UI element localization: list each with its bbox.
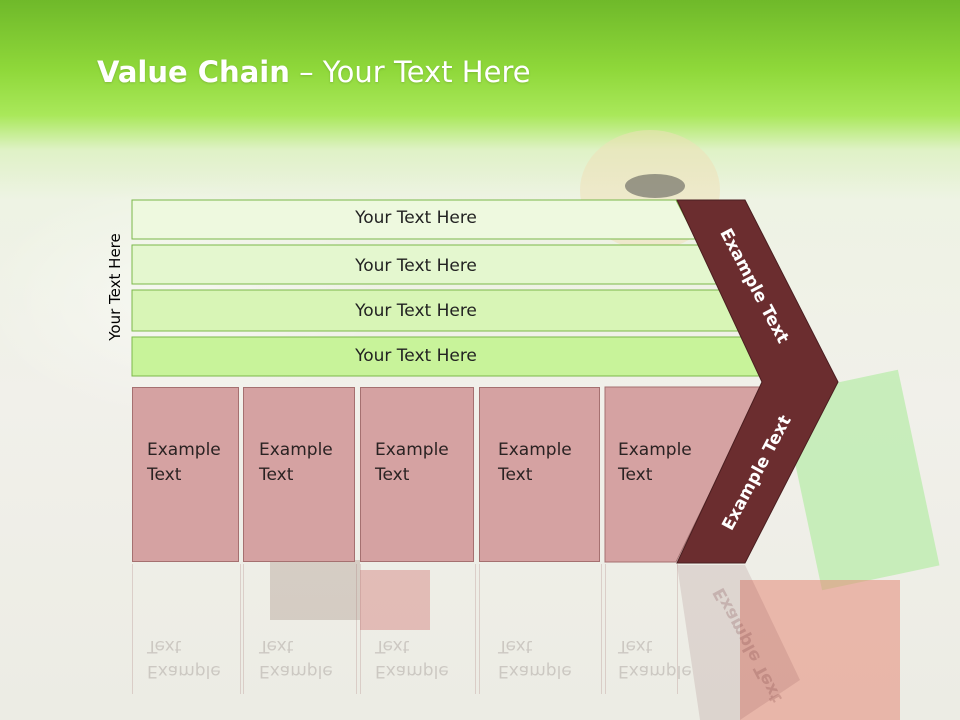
box-1-reflection xyxy=(132,564,241,694)
bar-1-label: Your Text Here xyxy=(355,208,477,228)
box-5-shape xyxy=(604,386,763,563)
bar-2-label: Your Text Here xyxy=(355,256,477,276)
box-3 xyxy=(360,387,474,562)
box-4 xyxy=(479,387,600,562)
slide-title: Value Chain – Your Text Here xyxy=(97,55,531,89)
title-rest-part: – Your Text Here xyxy=(289,55,531,89)
box-4-reflection xyxy=(479,564,602,694)
box-5-reflection xyxy=(605,564,678,694)
bar-4-label: Your Text Here xyxy=(355,346,477,366)
box-1 xyxy=(132,387,239,562)
box-2-reflection xyxy=(243,564,357,694)
bar-3-label: Your Text Here xyxy=(355,301,477,321)
box-2 xyxy=(243,387,355,562)
chevron-arrow xyxy=(676,199,839,564)
chevron-reflection xyxy=(677,565,800,720)
title-bold-part: Value Chain xyxy=(97,55,290,89)
box-3-reflection xyxy=(360,564,476,694)
